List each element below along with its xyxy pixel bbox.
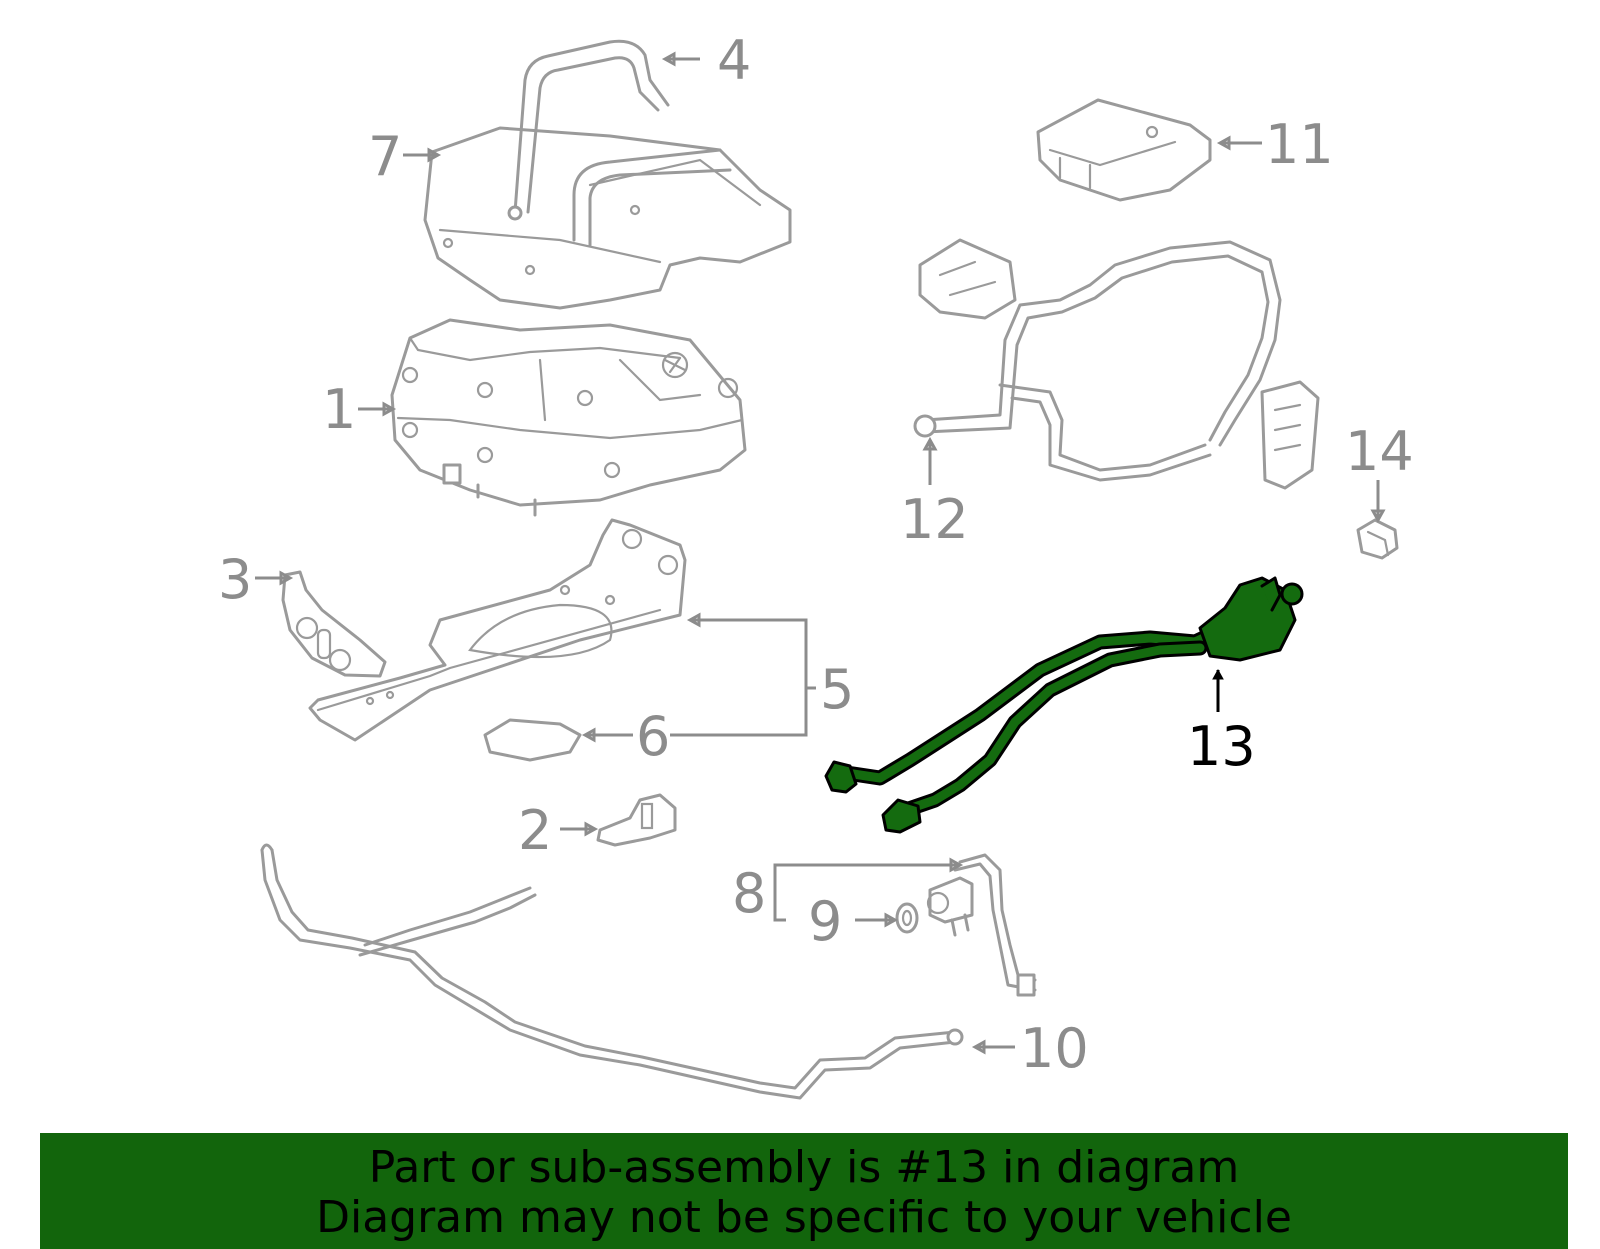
callout-12: 12 bbox=[900, 488, 969, 551]
callout-5: 5 bbox=[820, 658, 854, 721]
disclaimer-banner: Part or sub-assembly is #13 in diagram D… bbox=[40, 1133, 1568, 1249]
part-3-mount bbox=[281, 570, 387, 678]
callout-9: 9 bbox=[808, 890, 842, 953]
part-5-tray bbox=[308, 518, 687, 742]
banner-line-2: Diagram may not be specific to your vehi… bbox=[316, 1192, 1292, 1243]
callout-6: 6 bbox=[636, 705, 670, 768]
leader-5 bbox=[670, 618, 816, 737]
part-9-seal bbox=[895, 902, 919, 934]
callout-3: 3 bbox=[218, 548, 252, 611]
part-1-module bbox=[390, 318, 747, 517]
part-13-harness bbox=[824, 576, 1304, 834]
callout-2: 2 bbox=[518, 799, 552, 862]
callout-14: 14 bbox=[1345, 420, 1414, 483]
part-12-harness bbox=[913, 238, 1320, 490]
banner-line-1: Part or sub-assembly is #13 in diagram bbox=[368, 1142, 1240, 1193]
callout-4: 4 bbox=[717, 29, 751, 92]
leader-8 bbox=[773, 863, 960, 922]
part-10-line bbox=[260, 843, 964, 1100]
callout-10: 10 bbox=[1020, 1017, 1089, 1080]
leaders bbox=[255, 51, 1386, 1055]
callout-7: 7 bbox=[368, 125, 402, 188]
callout-1: 1 bbox=[322, 378, 356, 441]
part-7-cover bbox=[423, 126, 792, 310]
part-4-bracket bbox=[507, 39, 670, 221]
part-2-bracket bbox=[596, 793, 677, 847]
part-11-module bbox=[1036, 98, 1212, 202]
callout-13: 13 bbox=[1187, 715, 1256, 778]
callout-8: 8 bbox=[732, 862, 766, 925]
part-14-nut bbox=[1356, 518, 1399, 560]
part-8-valve bbox=[926, 853, 1037, 997]
callout-11: 11 bbox=[1265, 113, 1334, 176]
part-6-plate bbox=[483, 718, 582, 762]
